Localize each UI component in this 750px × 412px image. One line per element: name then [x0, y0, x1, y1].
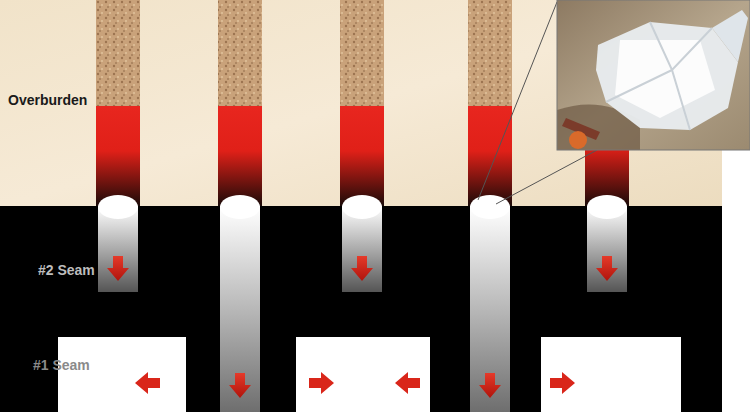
boreholes: [96, 0, 629, 412]
blast-arrows: [107, 256, 618, 398]
inset-photo: [557, 0, 750, 150]
seam-label: #2 Seam: [38, 262, 95, 278]
coal-seam: [0, 206, 722, 412]
seam-label: #1 Seam: [33, 357, 90, 373]
mined-rooms: [58, 337, 681, 412]
layer-label: Overburden: [8, 92, 87, 108]
